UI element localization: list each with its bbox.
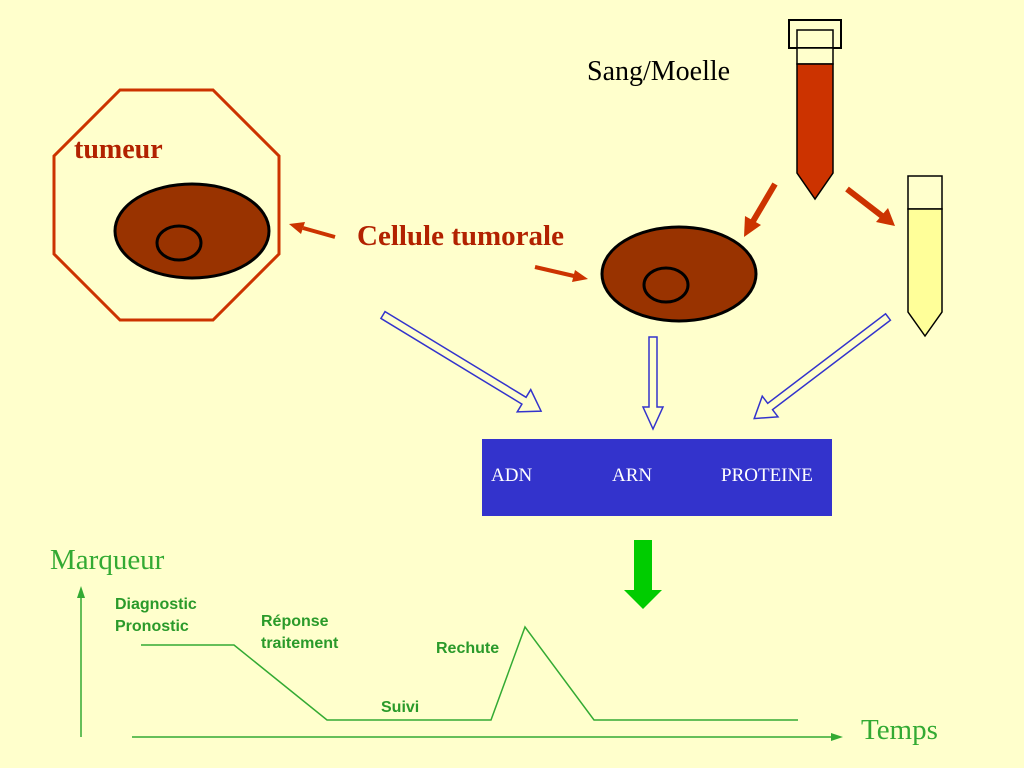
blood-marrow-label: Sang/Moelle: [587, 56, 731, 87]
y-axis-label: Marqueur: [50, 544, 165, 576]
tumour-cell-label: Cellule tumorale: [357, 220, 564, 252]
process-step-proteine: PROTEINE: [721, 465, 813, 486]
arrow-to-tumour-cell: [289, 222, 336, 239]
phase-suivi-label: Suivi: [381, 699, 420, 716]
arrow-to-circulating-cell: [534, 265, 588, 282]
blood-tube: [788, 19, 842, 201]
green-down-arrow: [624, 540, 662, 609]
phase-diagnostic-label: Diagnostic: [115, 596, 197, 613]
tumour-cell-nucleus: [155, 224, 203, 262]
arrow-blood-to-plasma: [845, 186, 895, 226]
tumour-label: tumeur: [74, 134, 163, 165]
circulating-cell-nucleus: [642, 266, 690, 304]
x-axis: [132, 733, 843, 741]
phase-traitement-label: traitement: [261, 635, 339, 652]
process-box: [482, 439, 832, 516]
phase-pronostic-label: Pronostic: [115, 618, 189, 635]
phase-reponse-label: Réponse: [261, 613, 329, 630]
tumour-octagon: [52, 88, 281, 322]
process-step-adn: ADN: [491, 465, 533, 486]
x-axis-label: Temps: [861, 714, 938, 746]
arrow-blood-to-cell: [744, 182, 778, 237]
process-step-arn: ARN: [612, 465, 653, 486]
hollow-arrow-from-tumour: [379, 310, 543, 413]
hollow-arrow-from-plasma: [753, 312, 892, 420]
y-axis: [77, 586, 85, 737]
plasma-tube: [907, 175, 943, 338]
circulating-cell: [600, 225, 758, 323]
phase-rechute-label: Rechute: [436, 640, 500, 657]
hollow-arrow-from-cell: [641, 336, 665, 431]
marker-curve: [141, 625, 798, 721]
